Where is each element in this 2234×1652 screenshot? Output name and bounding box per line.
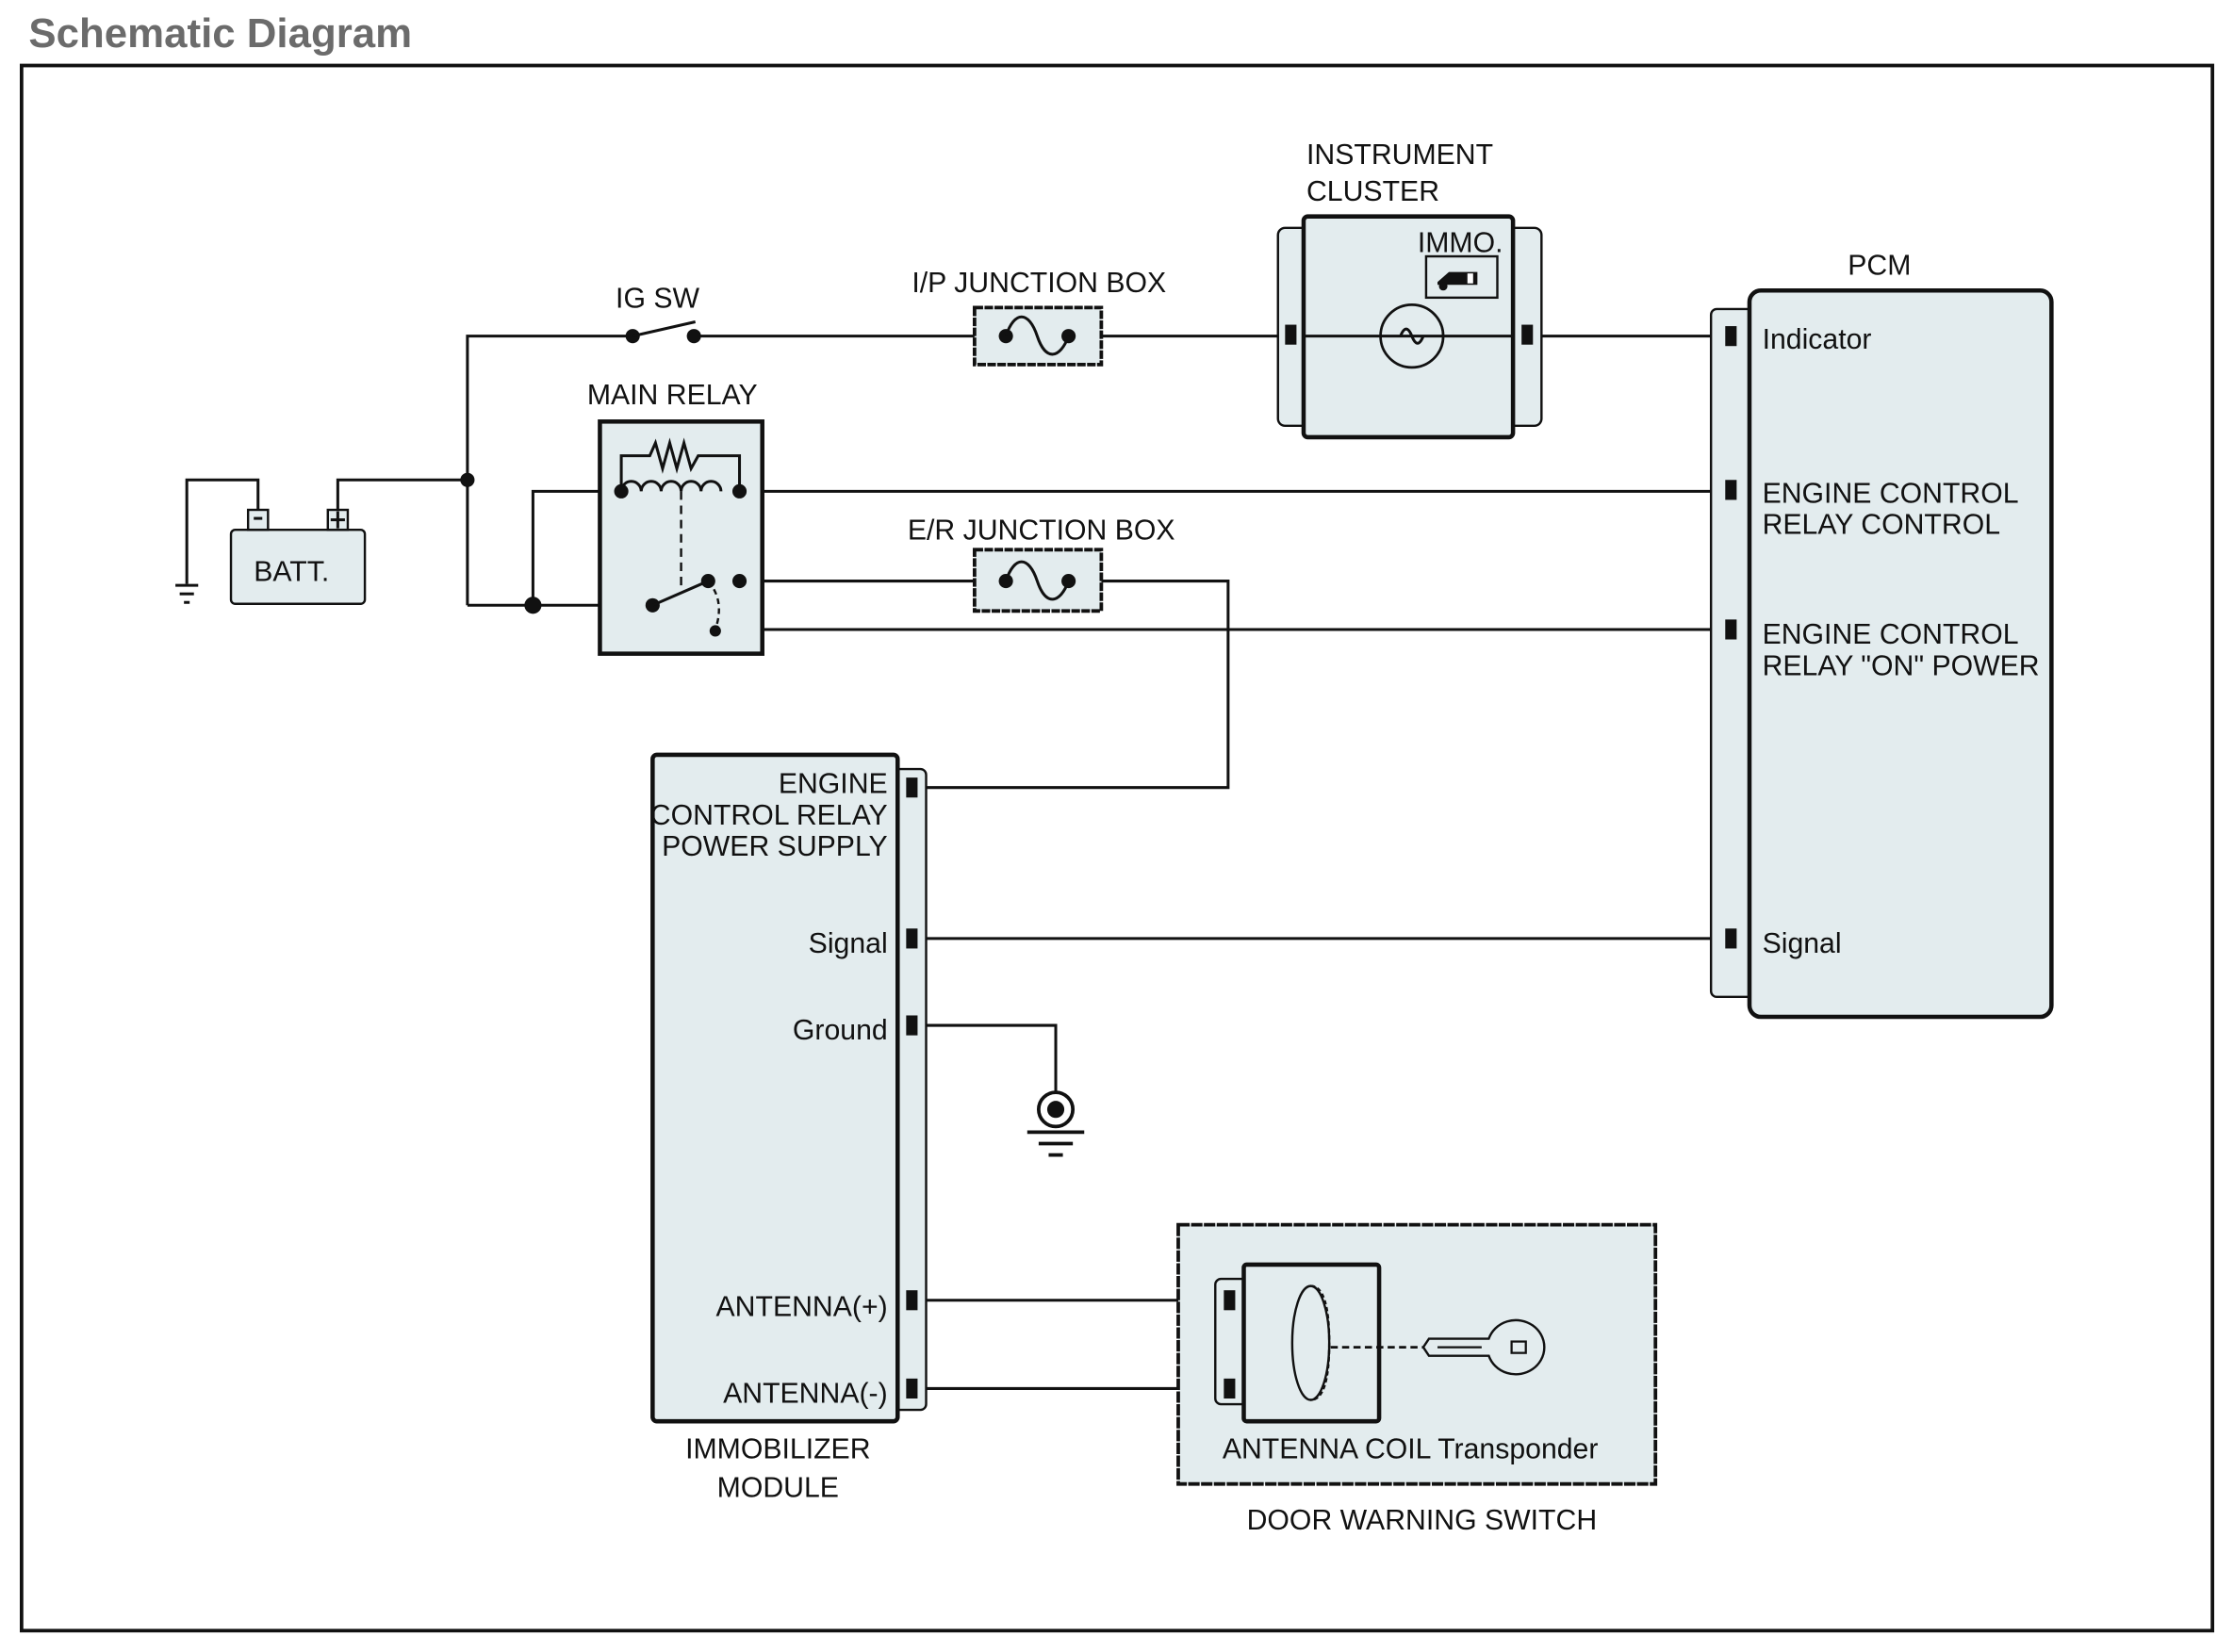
pcm-pin-ecr-on-power-1: ENGINE CONTROL [1763,619,2019,650]
body-ground-icon [1027,1090,1085,1157]
immo-pin-signal: Signal [809,928,888,959]
wires [336,335,1724,1390]
immo-pin-power-1: ENGINE [779,769,888,800]
chassis-ground-icon [175,478,260,604]
immobilizer-warning-icon [1424,254,1499,300]
immo-pin-ground: Ground [793,1015,888,1046]
immo-label: IMMO. [1418,227,1503,258]
diagram-frame [19,63,2215,1633]
door-warning-switch: ANTENNA COIL Transponder DOOR WARNING SW… [1176,1222,1658,1536]
pcm-pin-ecr-control-2: RELAY CONTROL [1763,510,2000,541]
antenna-coil-icon [1290,1284,1331,1401]
er-junction-box-label: E/R JUNCTION BOX [908,515,1175,547]
instrument-cluster: INSTRUMENT CLUSTER IMMO. [1276,139,1543,440]
door-warning-switch-label: DOOR WARNING SWITCH [1247,1505,1598,1536]
ip-junction-box-label: I/P JUNCTION BOX [912,268,1166,299]
battery-label: BATT. [254,557,329,588]
main-relay-label: MAIN RELAY [587,380,758,411]
pcm: PCM Indicator ENGINE CONTROL RELAY CONTR… [1709,251,2054,1020]
battery: BATT. [229,508,367,605]
page-title: Schematic Diagram [28,10,412,57]
key-transponder-icon [1421,1318,1546,1376]
immobilizer-module-label-1: IMMOBILIZER [685,1433,870,1464]
pcm-pin-ecr-control-1: ENGINE CONTROL [1763,478,2019,509]
indicator-lamp-icon [1379,303,1445,369]
ignition-switch: IG SW [616,283,701,344]
main-relay: MAIN RELAY [587,380,764,656]
immo-pin-antenna-pos: ANTENNA(+) [716,1291,888,1322]
ig-sw-label: IG SW [616,283,699,314]
pcm-pin-ecr-on-power-2: RELAY "ON" POWER [1763,650,2040,681]
antenna-coil-label: ANTENNA COIL Transponder [1223,1433,1599,1464]
immo-pin-power-3: POWER SUPPLY [662,831,888,862]
immobilizer-module-label-2: MODULE [717,1472,839,1503]
immo-pin-power-2: CONTROL RELAY [650,800,888,831]
instrument-cluster-label-1: INSTRUMENT [1306,139,1493,171]
pcm-pin-signal: Signal [1763,928,1842,959]
immo-pin-antenna-neg: ANTENNA(-) [723,1379,888,1410]
er-junction-box: E/R JUNCTION BOX [908,515,1175,613]
pcm-pin-indicator: Indicator [1763,324,1872,355]
immobilizer-module: ENGINE CONTROL RELAY POWER SUPPLY Signal… [650,752,928,1503]
pcm-label: PCM [1848,251,1911,282]
instrument-cluster-label-2: CLUSTER [1306,176,1439,207]
ip-junction-box: I/P JUNCTION BOX [912,268,1166,367]
